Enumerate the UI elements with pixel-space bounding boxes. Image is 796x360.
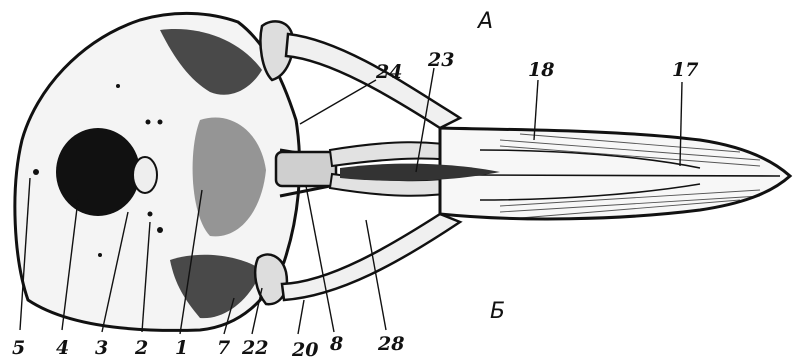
label-3: 3 (95, 337, 108, 359)
label-24: 24 (375, 61, 402, 83)
occipital-condyle (133, 157, 157, 193)
label-20: 20 (291, 339, 318, 360)
label-1: 1 (175, 337, 188, 359)
label-8: 8 (329, 333, 343, 355)
label-28: 28 (377, 333, 404, 355)
view-label-bottom: Б (490, 299, 505, 324)
label-23: 23 (427, 49, 454, 71)
view-label-top: А (476, 9, 493, 34)
label-5: 5 (12, 337, 25, 359)
label-22: 22 (241, 337, 268, 359)
basipterygoid-block (276, 152, 336, 186)
label-7: 7 (217, 337, 230, 359)
jugal-arch-lower (282, 214, 460, 300)
label-17: 17 (672, 59, 698, 81)
foramen-magnum (56, 128, 140, 216)
label-4: 4 (56, 337, 69, 359)
label-2: 2 (134, 337, 148, 359)
label-18: 18 (528, 59, 554, 81)
